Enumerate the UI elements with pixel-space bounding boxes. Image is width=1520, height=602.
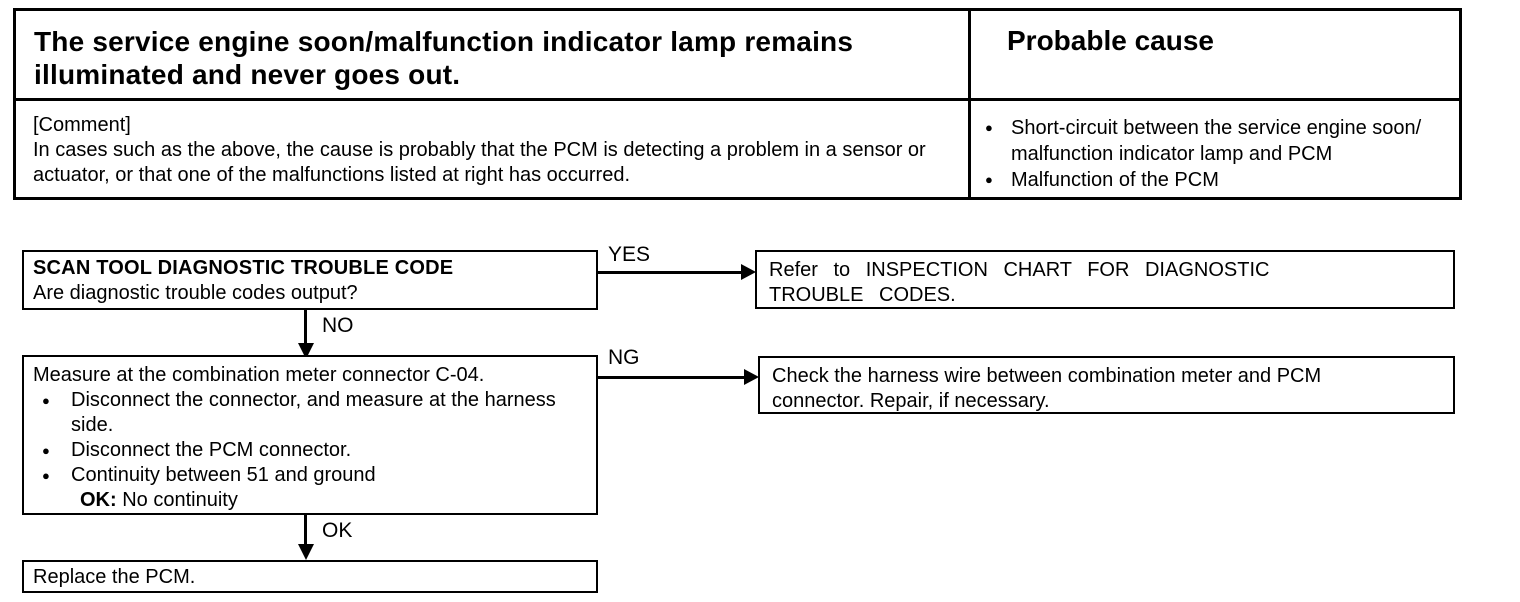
yes-result-text: Refer to INSPECTION CHART FOR DIAGNOSTIC… xyxy=(769,259,1270,306)
symptom-cause-table: The service engine soon/malfunction indi… xyxy=(13,8,1462,200)
bullet-icon: ● xyxy=(985,120,993,135)
step1-title: SCAN TOOL DIAGNOSTIC TROUBLE CODE xyxy=(33,257,454,279)
no-connector-line xyxy=(304,310,307,351)
step1-question: Are diagnostic trouble codes output? xyxy=(33,282,358,304)
comment-text: In cases such as the above, the cause is… xyxy=(33,139,926,186)
symptom-title: The service engine soon/malfunction indi… xyxy=(16,11,971,101)
no-branch-label: NO xyxy=(320,314,356,338)
ng-connector-line xyxy=(598,376,746,379)
bullet-icon: ● xyxy=(42,468,50,483)
arrow-right-icon xyxy=(741,264,756,280)
step2-bullet-text: Disconnect the connector, and measure at… xyxy=(71,389,556,436)
flowchart-step1-box: SCAN TOOL DIAGNOSTIC TROUBLE CODE Are di… xyxy=(22,250,598,310)
probable-cause-item: ● Malfunction of the PCM xyxy=(985,167,1451,193)
arrow-down-icon xyxy=(298,544,314,560)
step2-bullet-item: ● Disconnect the PCM connector. xyxy=(42,438,588,463)
comment-cell: [Comment] In cases such as the above, th… xyxy=(16,101,971,197)
step2-bullet-list: ● Disconnect the connector, and measure … xyxy=(33,388,588,513)
ok-condition-label: OK: xyxy=(80,489,117,511)
yes-branch-label: YES xyxy=(606,243,653,267)
yes-connector-line xyxy=(598,271,744,274)
bullet-icon: ● xyxy=(985,172,993,187)
step2-intro: Measure at the combination meter connect… xyxy=(33,364,485,386)
ok-connector-line xyxy=(304,515,307,553)
probable-cause-text: Malfunction of the PCM xyxy=(1011,169,1219,191)
final-action-text: Replace the PCM. xyxy=(33,566,196,588)
ng-result-box: Check the harness wire between combinati… xyxy=(758,356,1455,414)
probable-cause-list: ● Short-circuit between the service engi… xyxy=(971,101,1459,197)
step2-bullet-item: ● Disconnect the connector, and measure … xyxy=(42,388,588,438)
ok-condition-value: No continuity xyxy=(122,489,238,511)
step2-bullet-text: Continuity between 51 and ground xyxy=(71,464,376,486)
step2-bullet-text: Disconnect the PCM connector. xyxy=(71,439,352,461)
flowchart-step2-box: Measure at the combination meter connect… xyxy=(22,355,598,515)
step2-bullet-item: ● Continuity between 51 and ground xyxy=(42,463,588,488)
final-action-box: Replace the PCM. xyxy=(22,560,598,593)
arrow-right-icon xyxy=(744,369,759,385)
ok-branch-label: OK xyxy=(320,519,355,543)
ng-branch-label: NG xyxy=(606,346,642,370)
probable-cause-text: Short-circuit between the service engine… xyxy=(1011,117,1422,165)
comment-tag: [Comment] xyxy=(33,114,131,136)
step2-ok-condition: OK: No continuity xyxy=(42,488,588,513)
yes-result-box: Refer to INSPECTION CHART FOR DIAGNOSTIC… xyxy=(755,250,1455,309)
bullet-icon: ● xyxy=(42,393,50,408)
probable-cause-header: Probable cause xyxy=(971,11,1459,101)
bullet-icon: ● xyxy=(42,443,50,458)
probable-cause-item: ● Short-circuit between the service engi… xyxy=(985,115,1451,167)
ng-result-text: Check the harness wire between combinati… xyxy=(772,365,1322,412)
